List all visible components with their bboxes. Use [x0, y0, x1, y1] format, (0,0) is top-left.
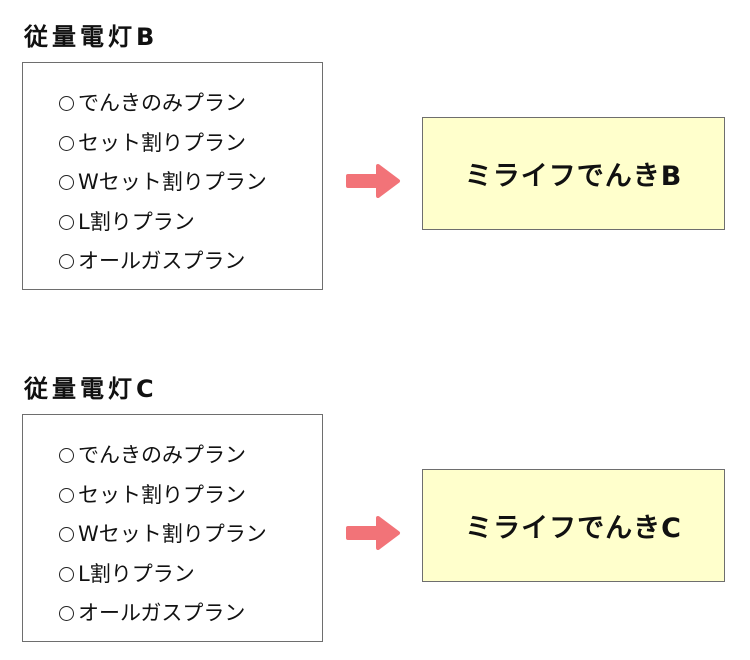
circle-icon: [59, 448, 74, 464]
plan-label: オールガスプラン: [78, 601, 246, 625]
plan-list: でんきのみプラン セット割りプラン Wセット割りプラン L割りプラン オールガス…: [59, 436, 267, 634]
circle-icon: [59, 96, 74, 112]
plan-item: オールガスプラン: [59, 594, 267, 634]
circle-icon: [59, 135, 74, 151]
group-title: 従量電灯C: [24, 375, 158, 403]
plan-list: でんきのみプラン セット割りプラン Wセット割りプラン L割りプラン オールガス…: [59, 84, 267, 282]
result-label: ミライフでんきC: [465, 513, 682, 544]
circle-icon: [59, 527, 74, 543]
plan-label: オールガスプラン: [78, 249, 246, 273]
plan-item: でんきのみプラン: [59, 436, 267, 476]
plan-item: セット割りプラン: [59, 476, 267, 516]
result-box: ミライフでんきB: [422, 117, 725, 230]
right-arrow-icon: [346, 516, 400, 550]
plan-label: でんきのみプラン: [78, 443, 246, 467]
circle-icon: [59, 487, 74, 503]
plan-label: L割りプラン: [78, 209, 195, 234]
plan-item: Wセット割りプラン: [59, 163, 267, 203]
circle-icon: [59, 254, 74, 270]
group-juuryou-dentou-b: 従量電灯B でんきのみプラン セット割りプラン Wセット割りプラン L割りプラン…: [0, 0, 750, 300]
circle-icon: [59, 175, 74, 191]
plan-list-box: でんきのみプラン セット割りプラン Wセット割りプラン L割りプラン オールガス…: [22, 414, 323, 642]
plan-label: でんきのみプラン: [78, 91, 246, 115]
result-box: ミライフでんきC: [422, 469, 725, 582]
circle-icon: [59, 606, 74, 622]
plan-label: L割りプラン: [78, 561, 195, 586]
group-juuryou-dentou-c: 従量電灯C でんきのみプラン セット割りプラン Wセット割りプラン L割りプラン…: [0, 352, 750, 652]
circle-icon: [59, 566, 74, 582]
plan-label: セット割りプラン: [78, 130, 246, 155]
plan-item: L割りプラン: [59, 555, 267, 595]
circle-icon: [59, 214, 74, 230]
plan-item: セット割りプラン: [59, 124, 267, 164]
plan-item: オールガスプラン: [59, 242, 267, 282]
plan-item: でんきのみプラン: [59, 84, 267, 124]
plan-label: セット割りプラン: [78, 482, 246, 507]
right-arrow-icon: [346, 164, 400, 198]
plan-item: Wセット割りプラン: [59, 515, 267, 555]
plan-label: Wセット割りプラン: [78, 170, 267, 194]
plan-list-box: でんきのみプラン セット割りプラン Wセット割りプラン L割りプラン オールガス…: [22, 62, 323, 290]
result-label: ミライフでんきB: [464, 161, 683, 192]
plan-item: L割りプラン: [59, 203, 267, 243]
plan-label: Wセット割りプラン: [78, 522, 267, 546]
group-title: 従量電灯B: [24, 23, 159, 51]
